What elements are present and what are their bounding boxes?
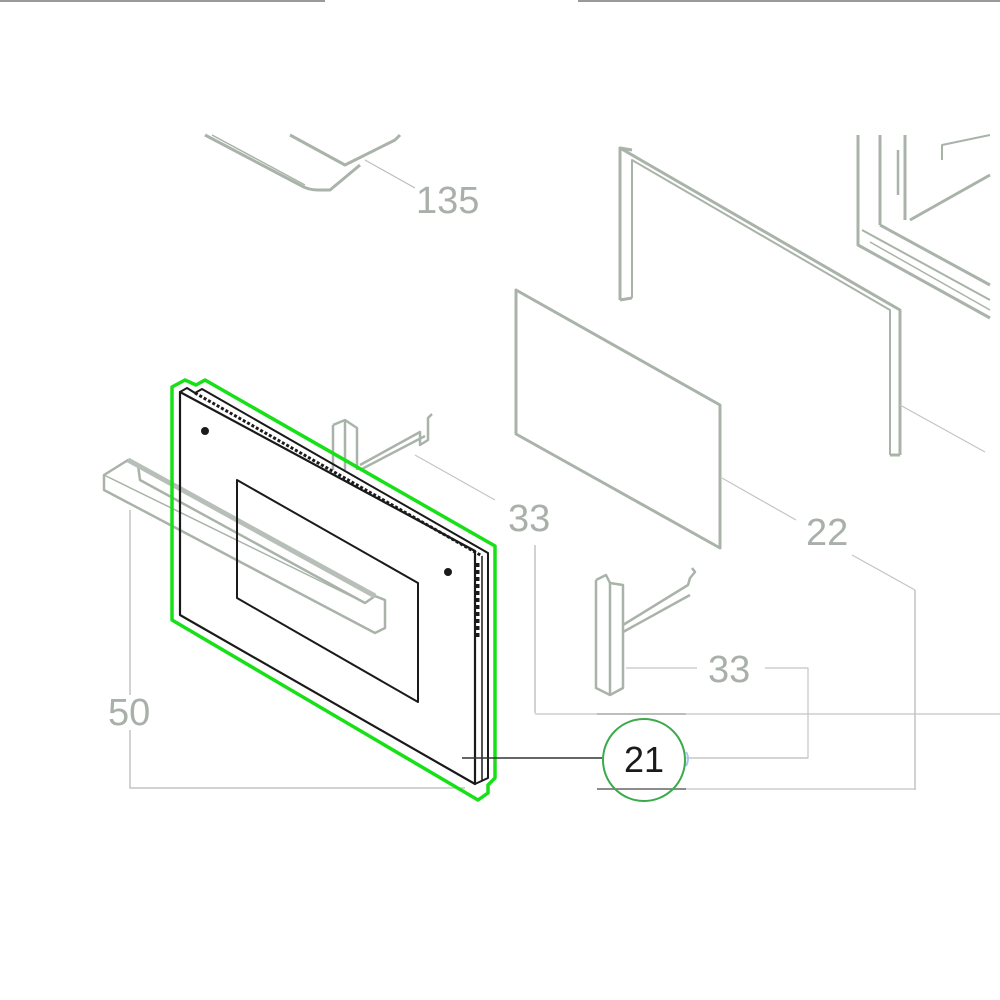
door-seal-frame[interactable] <box>618 146 986 457</box>
part-50-handle[interactable] <box>102 457 465 789</box>
part-33-hinge-upper[interactable] <box>331 413 536 713</box>
callout-label-33-upper[interactable]: 33 <box>508 498 551 540</box>
callout-circle-21[interactable] <box>602 718 686 802</box>
oven-body-corner <box>856 134 991 320</box>
callout-21-leaders <box>462 713 1000 790</box>
selection-highlight-outline <box>170 378 497 802</box>
callout-label-21[interactable]: 21 <box>624 739 665 780</box>
callout-label-22[interactable]: 22 <box>806 512 849 554</box>
part-22-glass-panel[interactable] <box>514 288 916 790</box>
top-border-right <box>578 0 1000 2</box>
callout-label-33-lower[interactable]: 33 <box>708 649 751 691</box>
callout-label-135[interactable]: 135 <box>416 180 480 222</box>
callout-label-50[interactable]: 50 <box>108 692 151 734</box>
part-135-tray[interactable] <box>204 133 416 192</box>
top-border-left <box>0 0 325 2</box>
part-21-outer-door[interactable] <box>178 387 489 786</box>
